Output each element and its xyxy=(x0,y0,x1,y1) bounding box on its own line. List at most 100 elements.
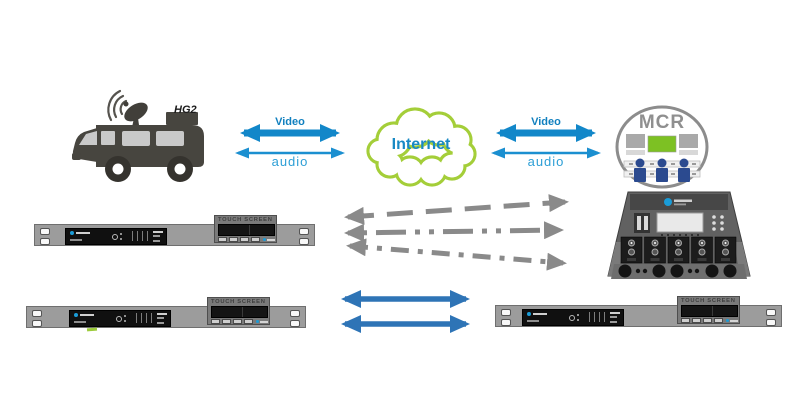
touchscreen-display[interactable] xyxy=(218,224,275,236)
video-audio-arrows-icon xyxy=(235,124,345,159)
vent-slit xyxy=(132,231,133,241)
rack-ear-hole xyxy=(501,319,511,326)
vent-slit xyxy=(599,312,600,322)
vent-slit xyxy=(136,313,137,323)
rack-ear-hole xyxy=(40,228,50,235)
touchscreen-button[interactable] xyxy=(222,319,231,324)
panel-marking xyxy=(153,231,163,233)
touchscreen-button[interactable] xyxy=(251,237,260,242)
touchscreen-label: TOUCH SCREEN xyxy=(680,297,736,304)
touchscreen-module: TOUCH SCREEN xyxy=(214,215,277,243)
video-label: Video xyxy=(275,116,305,128)
field-mixer-node xyxy=(604,190,754,285)
panel-marking xyxy=(153,240,160,242)
mcr-node: MCR xyxy=(614,104,710,190)
vent-slit xyxy=(594,312,595,322)
panel-led xyxy=(577,314,579,316)
rack-ear-hole xyxy=(299,238,309,245)
wifi-waves-icon xyxy=(107,89,128,122)
brand-logo-text xyxy=(76,232,90,234)
panel-marking xyxy=(610,316,617,318)
vent-slit xyxy=(141,313,142,323)
panel-marking xyxy=(157,313,167,315)
touchscreen-display[interactable] xyxy=(211,306,268,318)
brand-logo-icon xyxy=(263,238,266,241)
panel-marking xyxy=(157,322,164,324)
panel-knob[interactable] xyxy=(116,316,122,322)
touchscreen-button[interactable] xyxy=(714,318,723,323)
vent-slit xyxy=(137,231,138,241)
solid-bidirectional-arrows-icon xyxy=(341,290,470,333)
touchscreen-button[interactable] xyxy=(218,237,227,242)
mixer-brand-logo xyxy=(664,198,692,206)
codec-front-panel xyxy=(65,228,167,245)
dashed-bidirectional-arrows-icon xyxy=(344,194,569,271)
vent-slit xyxy=(151,313,152,323)
mixer-display xyxy=(656,212,704,233)
panel-marking xyxy=(610,321,617,323)
brand-logo-text xyxy=(533,313,547,315)
brand-logo-text xyxy=(267,239,275,241)
rack-ear-hole xyxy=(290,310,300,317)
panel-led xyxy=(577,319,579,321)
panel-marking xyxy=(153,235,160,237)
touchscreen-display[interactable] xyxy=(681,305,738,317)
van-windows xyxy=(79,131,184,146)
link-internet-mcr: Video audio xyxy=(480,112,612,172)
vent-slit xyxy=(142,231,143,241)
mcr-label: MCR xyxy=(638,112,686,133)
brand-logo-icon xyxy=(726,319,729,322)
brand-logo-icon xyxy=(70,231,74,235)
touchscreen-button[interactable] xyxy=(692,318,701,323)
panel-marking xyxy=(70,239,82,241)
brand-logo-icon xyxy=(74,313,78,317)
rack-codec-3: TOUCH SCREEN xyxy=(495,296,782,330)
panel-knob[interactable] xyxy=(112,234,118,240)
channel-strips xyxy=(620,236,737,264)
brand-logo-text xyxy=(730,320,738,322)
panel-led xyxy=(120,238,122,240)
van-label: HG2 xyxy=(174,104,197,116)
audio-mixer-icon xyxy=(607,191,751,279)
touchscreen-button[interactable] xyxy=(703,318,712,323)
mcr-icon xyxy=(615,105,709,189)
vent-slit xyxy=(589,312,590,322)
touchscreen-label: TOUCH SCREEN xyxy=(217,216,273,223)
rack-codec-2: TOUCH SCREEN xyxy=(26,297,306,331)
panel-marking xyxy=(74,321,86,323)
panel-led xyxy=(124,315,126,317)
panel-marking xyxy=(157,317,164,319)
panel-led xyxy=(124,320,126,322)
vent-slit xyxy=(147,231,148,241)
touchscreen-button[interactable] xyxy=(681,318,690,323)
touchscreen-module: TOUCH SCREEN xyxy=(207,297,270,325)
cloud-icon xyxy=(366,107,477,187)
panel-marking xyxy=(610,312,620,314)
vent-slit xyxy=(146,313,147,323)
touchscreen-module: TOUCH SCREEN xyxy=(677,296,740,324)
mixer-buttons xyxy=(712,215,724,231)
video-label: Video xyxy=(531,116,561,128)
rack-ear-hole xyxy=(32,310,42,317)
touchscreen-button[interactable] xyxy=(233,319,242,324)
audio-label: audio xyxy=(271,154,309,169)
rack-ear-hole xyxy=(290,320,300,327)
xlr-connectors xyxy=(618,264,737,278)
touchscreen-button[interactable] xyxy=(229,237,238,242)
rack-ear-hole xyxy=(501,309,511,316)
rack-ear-hole xyxy=(299,228,309,235)
panel-led xyxy=(120,233,122,235)
panel-knob[interactable] xyxy=(569,315,575,321)
rack-ear-hole xyxy=(40,238,50,245)
touchscreen-button[interactable] xyxy=(211,319,220,324)
panel-marking xyxy=(527,320,539,322)
rack-ear-hole xyxy=(32,320,42,327)
touchscreen-button[interactable] xyxy=(240,237,249,242)
touchscreen-button[interactable] xyxy=(244,319,253,324)
van-wheels xyxy=(105,156,193,182)
internet-node: Internet xyxy=(360,100,482,192)
mcr-monitors xyxy=(626,134,698,155)
operator-person-icons xyxy=(634,158,690,182)
brand-logo-icon xyxy=(527,312,531,316)
